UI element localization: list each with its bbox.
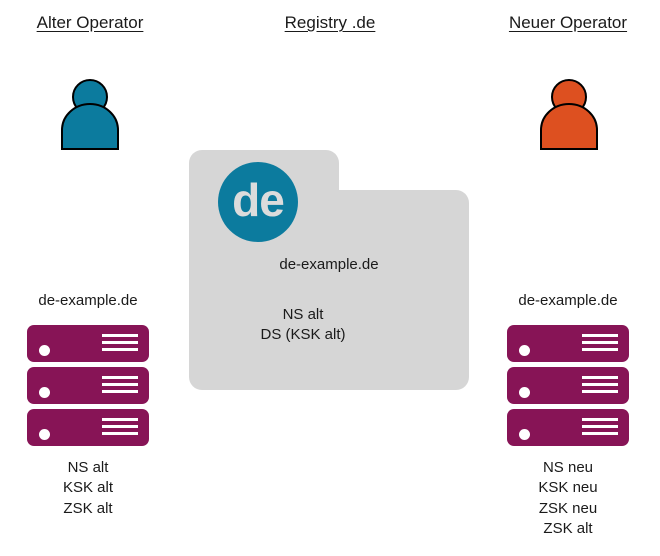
server-vent-icon <box>102 418 138 439</box>
server-vent-icon <box>102 376 138 397</box>
column-heading-old-operator: Alter Operator <box>36 13 144 32</box>
old-operator-stack: de-example.de NS alt KSK alt ZSK alt <box>8 292 168 519</box>
server-led-icon <box>39 387 50 398</box>
server-icon <box>27 409 149 446</box>
new-operator-domain-label: de-example.de <box>518 292 618 309</box>
server-led-icon <box>519 429 530 440</box>
server-led-icon <box>39 345 50 356</box>
server-icon <box>507 409 629 446</box>
server-icon <box>27 367 149 404</box>
server-icon <box>27 325 149 362</box>
new-operator-server-group <box>488 325 648 446</box>
server-icon <box>507 367 629 404</box>
new-operator-records-label: NS neu KSK neu ZSK neu ZSK alt <box>538 459 598 538</box>
server-led-icon <box>519 345 530 356</box>
registry-domain-label: de-example.de <box>279 256 379 273</box>
de-logo-icon: de <box>218 162 298 242</box>
new-operator-person-icon <box>536 78 602 150</box>
new-operator-stack: de-example.de NS neu KSK neu ZSK neu ZSK… <box>488 292 648 540</box>
server-vent-icon <box>102 334 138 355</box>
registry-records-label: NS alt DS (KSK alt) <box>260 306 346 344</box>
server-icon <box>507 325 629 362</box>
old-operator-domain-label: de-example.de <box>38 292 138 309</box>
old-operator-records-label: NS alt KSK alt ZSK alt <box>62 459 114 517</box>
server-vent-icon <box>582 418 618 439</box>
server-vent-icon <box>582 334 618 355</box>
server-vent-icon <box>582 376 618 397</box>
registry-zone-box: de de-example.de NS alt DS (KSK alt) <box>189 150 469 390</box>
server-led-icon <box>519 387 530 398</box>
column-heading-new-operator: Neuer Operator <box>508 13 628 32</box>
column-heading-registry: Registry .de <box>284 13 376 32</box>
old-operator-server-group <box>8 325 168 446</box>
server-led-icon <box>39 429 50 440</box>
old-operator-person-icon <box>57 78 123 150</box>
